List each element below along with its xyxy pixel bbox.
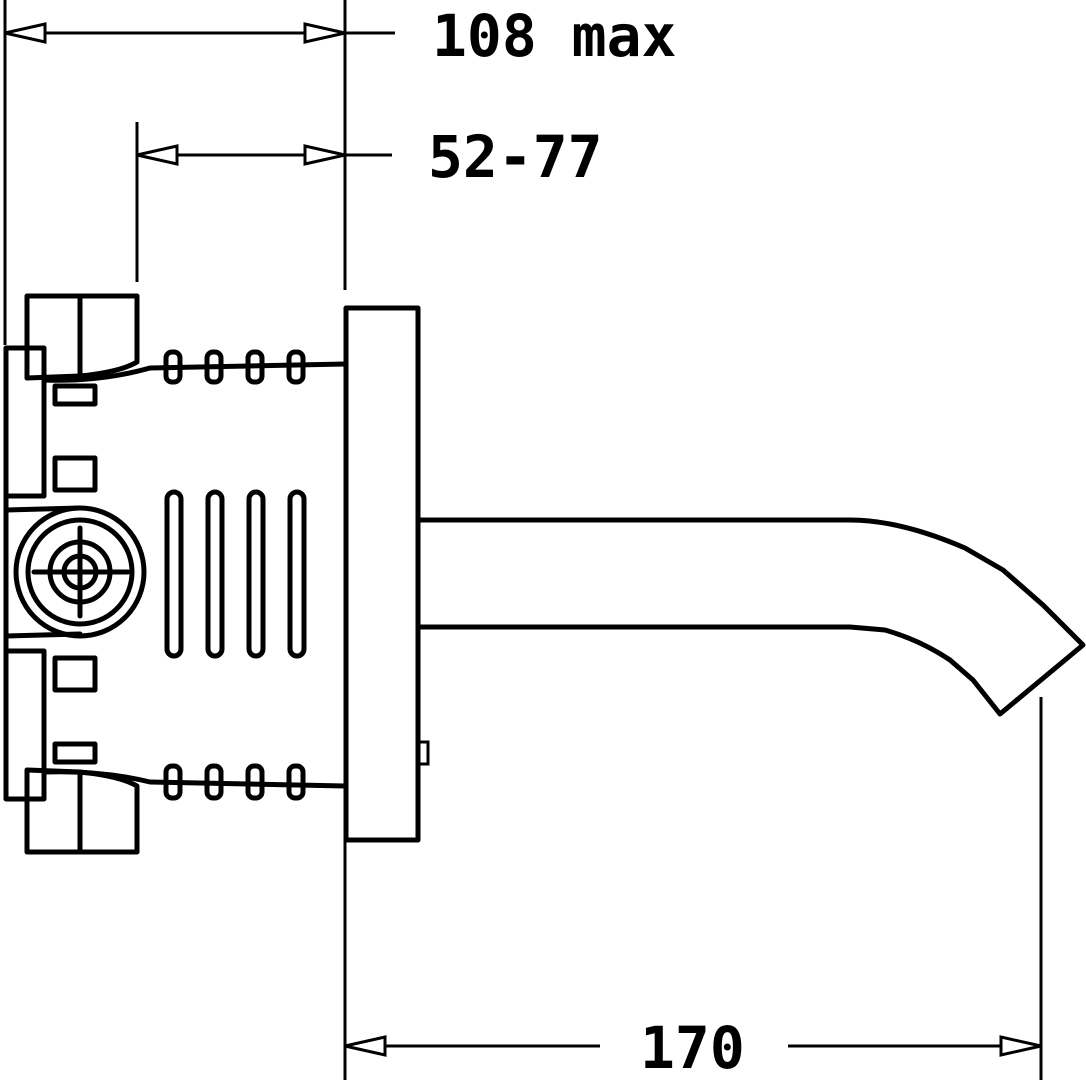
arrow-left-icon: [136, 144, 179, 166]
flange-screw: [416, 740, 430, 766]
dimension-adjust-range: 52-77: [135, 122, 603, 282]
valve-outer-ring: [13, 505, 147, 639]
dimension-spout-projection: 170: [343, 697, 1043, 1080]
valve-ring-2: [25, 517, 135, 627]
square-nut-1: [52, 383, 98, 407]
dimension-overall-depth: 108 max: [3, 0, 676, 345]
thread-ridges-top: [163, 349, 306, 385]
square-nut-3: [52, 655, 98, 693]
square-nut-4: [52, 741, 98, 765]
dimension-label-108-max: 108 max: [432, 2, 676, 70]
thread-ridges-bottom: [163, 763, 306, 801]
arrow-right-icon: [303, 22, 346, 44]
arrow-right-icon: [999, 1035, 1042, 1057]
square-nut-2: [52, 455, 98, 493]
dimension-label-170: 170: [640, 1014, 745, 1080]
dimension-label-52-77: 52-77: [428, 123, 603, 191]
wall-flange: [343, 305, 421, 843]
left-plate-bottom: [3, 648, 47, 802]
left-plate-top: [3, 345, 47, 499]
vertical-slots: [164, 489, 307, 659]
spout: [417, 517, 1086, 717]
threaded-rod-top: [41, 361, 348, 383]
valve-cartridge: [13, 505, 147, 639]
arrow-left-icon: [4, 22, 47, 44]
arrow-left-icon: [344, 1035, 387, 1057]
arrow-right-icon: [303, 144, 346, 166]
threaded-rod-bottom: [41, 769, 348, 789]
mounting-body: [3, 293, 348, 855]
